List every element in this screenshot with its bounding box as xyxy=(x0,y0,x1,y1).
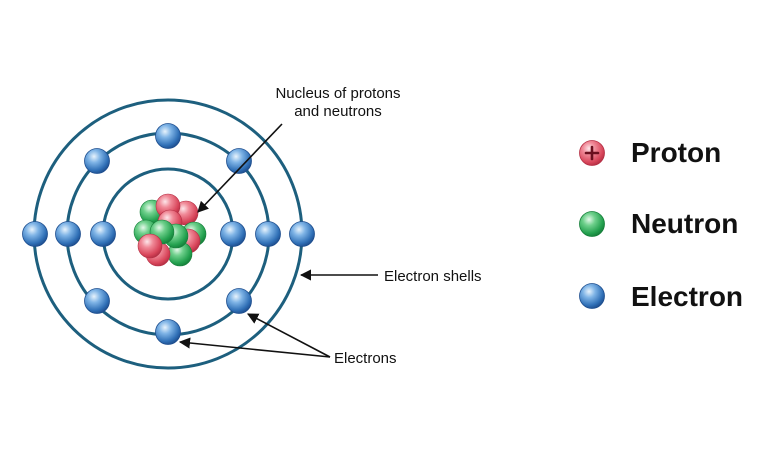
legend-label-proton: Proton xyxy=(631,137,721,168)
electron-shells-label: Electron shells xyxy=(384,268,482,285)
nucleus-label-line1: Nucleus of protons xyxy=(275,85,400,102)
legend: Proton Neutron Electron xyxy=(579,137,743,312)
legend-item-proton: Proton xyxy=(579,137,721,168)
nucleus-label-line2: and neutrons xyxy=(294,103,382,120)
electron xyxy=(90,221,116,247)
electron xyxy=(226,288,252,314)
electrons-group xyxy=(22,123,315,345)
electron xyxy=(220,221,246,247)
legend-label-electron: Electron xyxy=(631,281,743,312)
neutron-sphere-icon xyxy=(579,211,605,237)
electron xyxy=(289,221,315,247)
electron xyxy=(155,319,181,345)
electron xyxy=(55,221,81,247)
plus-icon xyxy=(584,145,600,161)
nucleus-arrow xyxy=(197,123,283,213)
legend-item-neutron: Neutron xyxy=(579,208,738,239)
electron-arrow-1 xyxy=(247,313,331,358)
electron-sphere-icon xyxy=(579,283,605,309)
electron xyxy=(155,123,181,149)
legend-label-neutron: Neutron xyxy=(631,208,738,239)
legend-item-electron: Electron xyxy=(579,281,743,312)
electron xyxy=(22,221,48,247)
electrons-label: Electrons xyxy=(334,350,397,367)
electron xyxy=(255,221,281,247)
nucleus xyxy=(133,193,207,267)
annotation-arrows xyxy=(178,123,378,358)
electron xyxy=(84,148,110,174)
nucleus-proton xyxy=(137,233,163,259)
electron-arrow-2 xyxy=(178,337,331,358)
electron xyxy=(226,148,252,174)
electron xyxy=(84,288,110,314)
